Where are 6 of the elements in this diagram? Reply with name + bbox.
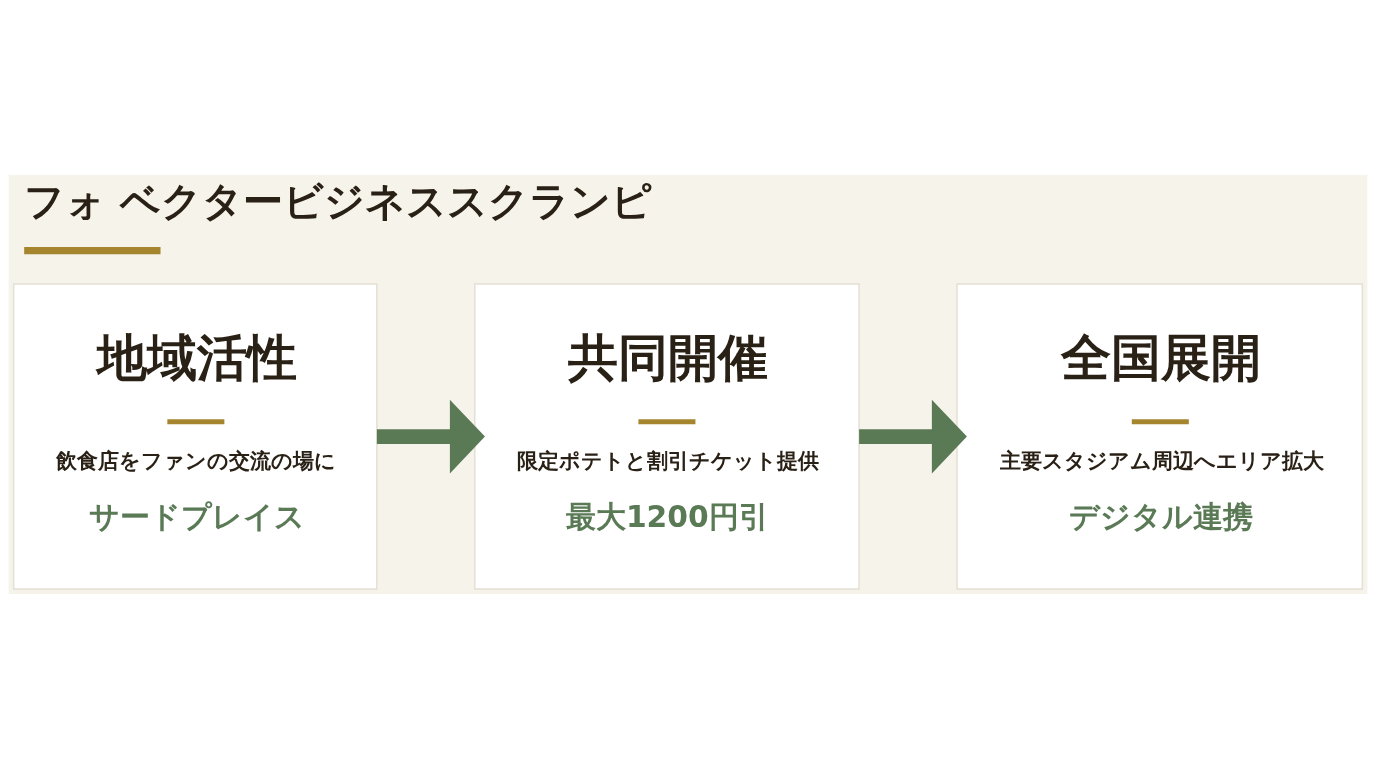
node-box: 全国展開 主要スタジアム周辺へエリア拡大 デジタル連携 bbox=[956, 282, 1364, 590]
node-box: 地域活性 飲食店をファンの交流の場に サードプレイス bbox=[12, 282, 378, 590]
diagram-title: フォ ベクタービジネススクランピ bbox=[24, 177, 652, 224]
arrow bbox=[859, 399, 967, 473]
node-box: 共同開催 限定ポテトと割引チケット提供 最大1200円引 bbox=[474, 282, 860, 590]
arrow bbox=[376, 399, 485, 473]
